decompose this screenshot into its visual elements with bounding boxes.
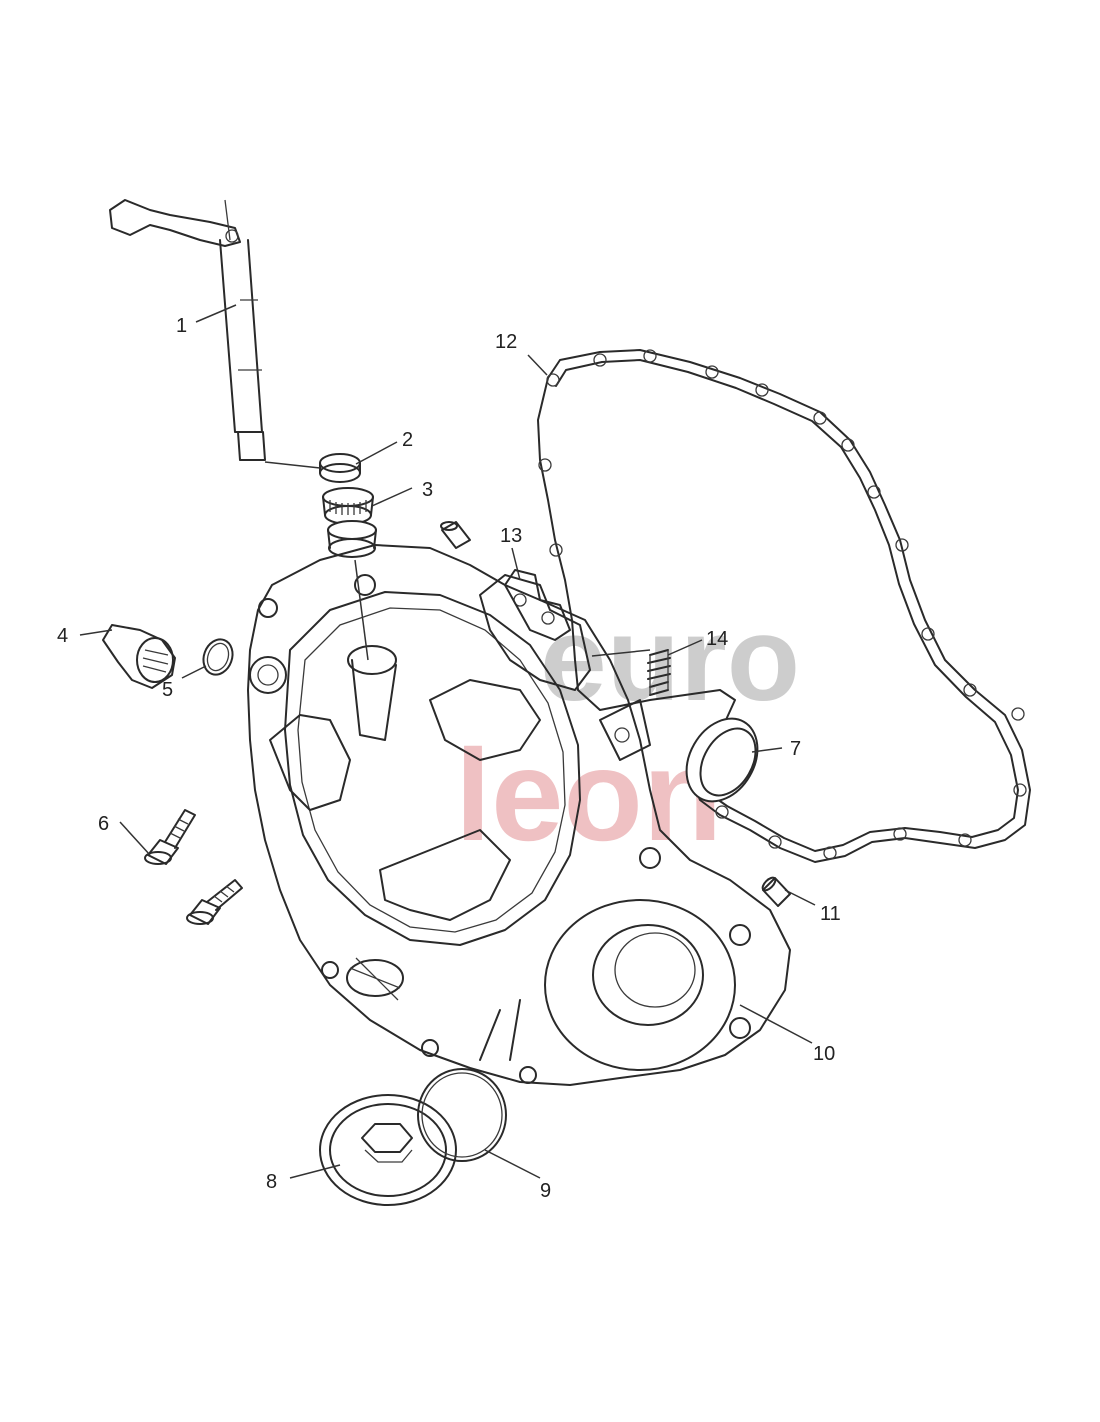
callout-14: 14 bbox=[706, 628, 728, 650]
callout-12: 12 bbox=[495, 331, 517, 353]
gasket-outline bbox=[537, 349, 1031, 863]
callout-13: 13 bbox=[500, 525, 522, 547]
callout-6: 6 bbox=[98, 813, 109, 835]
watermark-text-leon: leon bbox=[455, 722, 722, 868]
return-spring bbox=[647, 649, 671, 696]
callout-labels: 1 2 3 4 5 6 7 8 9 10 11 12 13 14 bbox=[57, 315, 841, 1202]
callout-9: 9 bbox=[540, 1180, 551, 1202]
callout-10: 10 bbox=[813, 1043, 835, 1065]
callout-1: 1 bbox=[176, 315, 187, 337]
clutch-release-shaft bbox=[109, 199, 266, 461]
watermark-logo: euro leon bbox=[455, 592, 800, 868]
flange-bolt-lower bbox=[186, 879, 243, 925]
callout-2: 2 bbox=[402, 429, 413, 451]
inspection-cover-cap bbox=[319, 1094, 457, 1206]
callout-3: 3 bbox=[422, 479, 433, 501]
cable-bracket bbox=[504, 569, 571, 641]
callout-4: 4 bbox=[57, 625, 68, 647]
oil-seal-small bbox=[319, 453, 361, 483]
callout-5: 5 bbox=[162, 679, 173, 701]
callout-7: 7 bbox=[790, 738, 801, 760]
oil-seal-large bbox=[685, 717, 759, 803]
o-ring-large bbox=[417, 1068, 507, 1162]
callout-11: 11 bbox=[820, 903, 841, 925]
o-ring-small bbox=[202, 638, 234, 676]
dowel-pin-top bbox=[440, 521, 471, 549]
leader-lines bbox=[79, 304, 816, 1179]
oil-filler-cap bbox=[102, 624, 176, 689]
dowel-pin bbox=[761, 876, 791, 907]
callout-8: 8 bbox=[266, 1171, 277, 1193]
flange-bolt-upper bbox=[144, 809, 196, 865]
